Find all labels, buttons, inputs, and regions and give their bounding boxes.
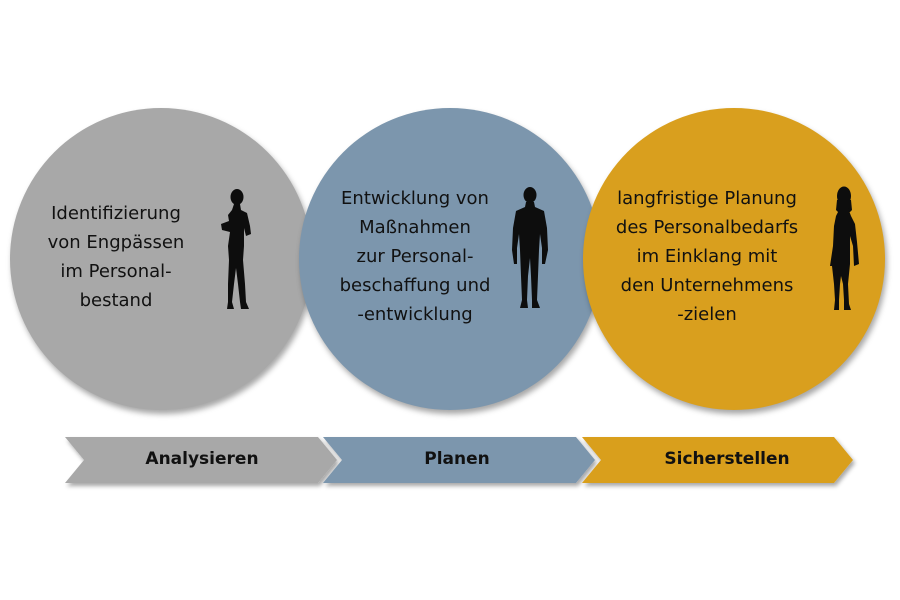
analyze-text-line: bestand: [79, 290, 153, 311]
ensure-stage-label: Sicherstellen: [664, 449, 790, 469]
analyze-circle-text: Identifizierung von Engpässen im Persona…: [36, 199, 196, 315]
plan-circle: [299, 108, 601, 410]
analyze-text-line: von Engpässen: [47, 232, 185, 253]
ensure-circle-text: langfristige Planung des Personalbedarfs…: [602, 184, 812, 329]
ensure-text-line: den Unternehmens: [620, 275, 794, 296]
plan-text-line: Maßnahmen: [359, 217, 471, 238]
businesswoman-silhouette-icon: [221, 189, 251, 309]
analyze-text-line: im Personal-: [60, 261, 172, 282]
ensure-text-line: -zielen: [677, 304, 737, 325]
businessman-silhouette-icon: [512, 187, 548, 308]
woman-silhouette-icon: [830, 186, 859, 310]
analyze-stage-label: Analysieren: [145, 449, 259, 469]
analyze-circle: [10, 108, 312, 410]
ensure-text-line: des Personalbedarfs: [615, 217, 799, 238]
plan-text-line: -entwicklung: [357, 304, 473, 325]
plan-text-line: beschaffung und: [339, 275, 491, 296]
plan-stage-label: Planen: [424, 449, 490, 469]
ensure-text-line: langfristige Planung: [617, 188, 797, 209]
analyze-text-line: Identifizierung: [51, 203, 181, 224]
plan-text-line: Entwicklung von: [341, 188, 489, 209]
plan-circle-text: Entwicklung von Maßnahmen zur Personal- …: [330, 184, 500, 329]
plan-text-line: zur Personal-: [356, 246, 474, 267]
ensure-text-line: im Einklang mit: [636, 246, 778, 267]
